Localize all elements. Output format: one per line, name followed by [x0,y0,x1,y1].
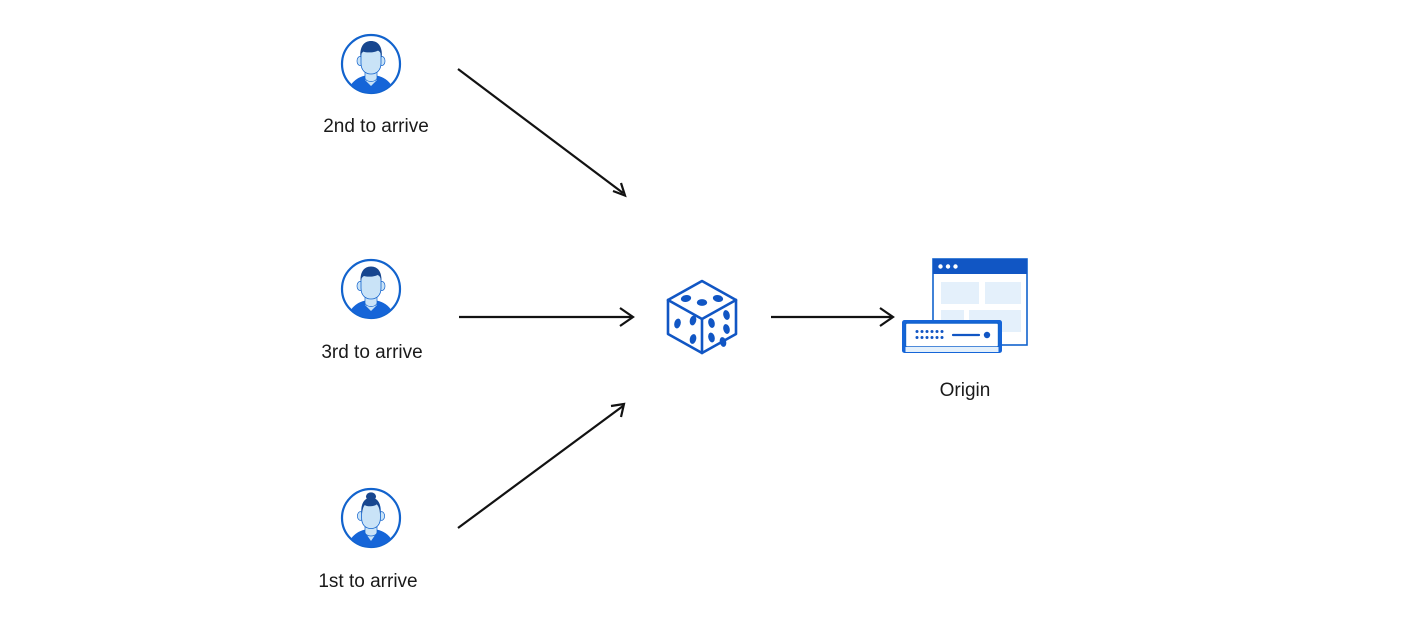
user-avatar-icon[interactable] [339,257,403,321]
origin-server-icon[interactable] [897,256,1029,358]
node-label-client-1st: 1st to arrive [318,571,418,592]
server-led-grid [915,330,944,339]
rack-server-device [902,320,1002,353]
dice-left-pips [674,315,697,344]
arrow-1st-to-balancer [457,402,626,529]
arrow-2nd-to-balancer [457,68,627,198]
dice-icon[interactable] [659,274,745,360]
user-avatar-icon[interactable] [339,486,403,550]
node-label-client-2nd: 2nd to arrive [323,116,429,137]
dice-right-pips [708,310,730,347]
node-label-client-3rd: 3rd to arrive [321,342,423,363]
arrow-balancer-to-origin [771,307,895,327]
user-avatar-icon[interactable] [339,32,403,96]
node-label-origin: Origin [939,380,991,401]
dice-top-pips [680,295,724,306]
arrow-3rd-to-balancer [459,307,635,327]
